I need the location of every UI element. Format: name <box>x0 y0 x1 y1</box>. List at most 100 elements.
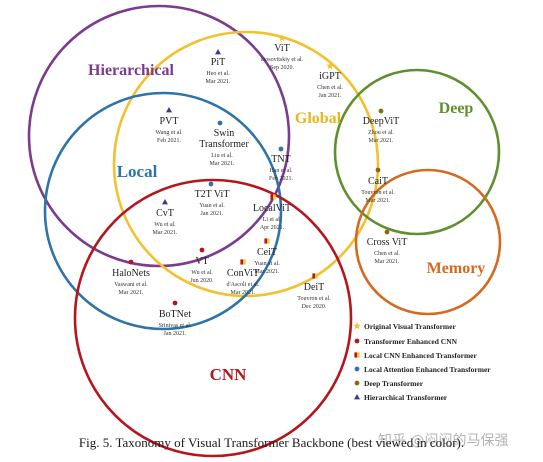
group-label-local: Local <box>117 162 158 181</box>
model-name: CvT <box>156 208 174 219</box>
triangle-icon <box>162 199 168 205</box>
dot-icon <box>208 181 214 187</box>
model-author: Wang et al. <box>155 130 183 136</box>
model-vit: ViT Dosovitskiy et al. Sep 2020. <box>261 34 304 71</box>
model-date: Feb 2021. <box>269 176 294 182</box>
model-author: Touvron et al. <box>361 190 395 196</box>
model-convit: ConViT d'Ascoli et al. Mar 2021. <box>227 259 260 296</box>
dot-icon <box>354 338 360 344</box>
model-name: CeiT <box>257 247 277 258</box>
legend-item: Deep Transformer <box>354 379 424 388</box>
split-square-icon <box>312 273 318 279</box>
model-ceit: CeiT Yuan et al. Mar 2021. <box>254 238 280 275</box>
model-author: Srinivas et al. <box>159 323 192 329</box>
circle-deep <box>333 68 501 236</box>
model-name: Swin <box>214 128 235 139</box>
model-author: Zhou et al. <box>368 130 394 136</box>
model-deit: DeiT Touvron et al. Dec 2020. <box>297 273 331 310</box>
model-author: Yuan et al. <box>254 261 280 267</box>
legend-item: Local CNN Enhanced Transformer <box>354 351 478 360</box>
legend-label: Transformer Enhanced CNN <box>364 337 458 346</box>
split-square-icon <box>270 194 276 200</box>
dot-icon <box>199 247 205 253</box>
group-labels: Hierarchical Global Local Deep Memory CN… <box>88 62 485 384</box>
model-name: PiT <box>211 57 225 68</box>
model-date: Mar 2021. <box>255 269 280 275</box>
model-date: Mar 2021. <box>119 290 144 296</box>
model-author: d'Ascoli et al. <box>227 282 260 288</box>
model-vt: VT Wu et al. Jun 2020. <box>190 247 214 284</box>
model-date: Dec 2020. <box>302 304 327 310</box>
legend-label: Local CNN Enhanced Transformer <box>364 351 478 360</box>
model-cvt: CvT Wu et al. Mar 2021. <box>153 199 178 236</box>
triangle-icon <box>215 49 221 55</box>
figure-caption: Fig. 5. Taxonomy of Visual Transformer B… <box>78 435 465 450</box>
model-t2tvit: T2T ViT Yuan et al. Jan 2021. <box>195 181 230 217</box>
dot-icon <box>217 120 223 126</box>
model-pvt: PVT Wang et al. Feb 2021. <box>155 107 183 144</box>
model-author: Li et al. <box>263 217 282 223</box>
model-date: Jun 2020. <box>190 278 214 284</box>
dot-icon <box>278 146 284 152</box>
split-square-icon <box>354 352 360 358</box>
model-author: Chen et al. <box>317 85 343 91</box>
model-date: Mar 2021. <box>369 138 394 144</box>
model-name: iGPT <box>319 71 341 82</box>
model-author: Han et al. <box>269 168 293 174</box>
model-author: Vaswani et al. <box>114 282 148 288</box>
model-crossvit: Cross ViT Chen et al. Mar 2021. <box>367 229 408 265</box>
circle-local <box>43 91 283 331</box>
legend-item: Local Attention Enhanced Transformer <box>354 365 491 374</box>
group-label-global: Global <box>295 110 342 127</box>
model-name: CaiT <box>368 176 388 187</box>
model-name-line2: Transformer <box>199 139 249 150</box>
model-pit: PiT Heo et al. Mar 2021. <box>206 49 231 85</box>
dot-icon <box>172 300 178 306</box>
model-name: DeepViT <box>363 116 400 127</box>
model-name: VT <box>195 256 208 267</box>
model-date: Jan 2021. <box>319 93 342 99</box>
model-name: BoTNet <box>159 309 191 320</box>
model-name: PVT <box>160 116 179 127</box>
star-icon <box>326 62 334 70</box>
model-date: Mar 2021. <box>231 290 256 296</box>
legend: Original Visual Transformer Transformer … <box>353 322 491 402</box>
model-date: Mar 2021. <box>206 79 231 85</box>
model-author: Heo et al. <box>206 71 230 77</box>
model-botnet: BoTNet Srinivas et al. Jan 2021. <box>159 300 192 337</box>
model-author: Wu et al. <box>154 222 176 228</box>
dot-icon <box>384 229 390 235</box>
model-author: Wu et al. <box>191 270 213 276</box>
triangle-icon <box>354 394 360 400</box>
dot-icon <box>354 380 360 386</box>
star-icon <box>278 34 286 42</box>
model-name: Cross ViT <box>367 237 408 248</box>
triangle-icon <box>166 107 172 113</box>
dot-icon <box>354 366 360 372</box>
model-name: ConViT <box>227 268 259 279</box>
group-circles <box>27 4 502 458</box>
model-name: TNT <box>271 154 290 165</box>
circle-cnn <box>73 178 353 458</box>
group-label-cnn: CNN <box>210 365 248 384</box>
model-name: LocalViT <box>253 203 291 214</box>
model-date: Feb 2021. <box>157 138 182 144</box>
model-author: Chen et al. <box>374 251 400 257</box>
model-name: ViT <box>274 43 290 54</box>
model-date: Sep 2020. <box>270 65 295 71</box>
star-icon <box>353 322 361 330</box>
legend-item: Hierarchical Transformer <box>354 393 448 402</box>
model-swin: Swin Transformer Liu et al. Mar 2021. <box>199 120 249 167</box>
dot-icon <box>375 167 381 173</box>
group-label-memory: Memory <box>427 260 486 277</box>
model-name: T2T ViT <box>195 189 230 200</box>
model-deepvit: DeepViT Zhou et al. Mar 2021. <box>363 108 400 144</box>
dot-icon <box>128 259 134 265</box>
group-label-hierarchical: Hierarchical <box>88 62 174 79</box>
model-date: Mar 2021. <box>210 161 235 167</box>
model-name: HaloNets <box>112 268 150 279</box>
model-date: Mar 2021. <box>375 259 400 265</box>
model-date: Mar 2021. <box>366 198 391 204</box>
model-author: Dosovitskiy et al. <box>261 57 304 63</box>
